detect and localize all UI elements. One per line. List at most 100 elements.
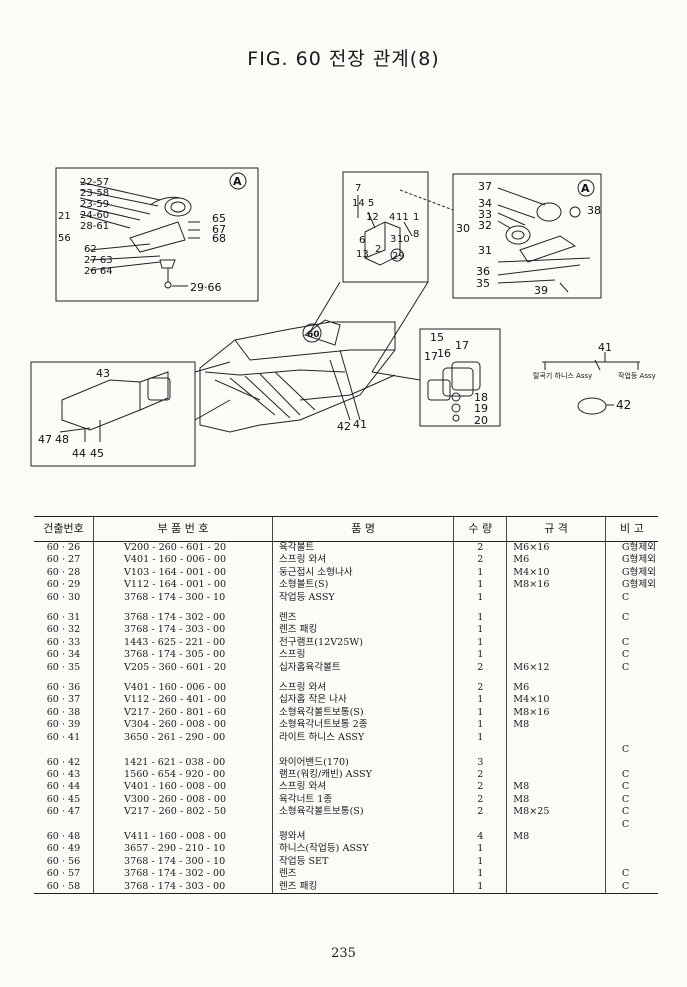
callout-box1-23-58: 23-58 xyxy=(80,188,109,199)
spacer-cell xyxy=(453,604,507,613)
cell-part-name: 소형육각볼트보통(S) xyxy=(271,706,454,720)
header-quantity: 수 량 xyxy=(453,516,507,542)
spacer-cell xyxy=(93,604,273,613)
callout-box1-65: 65 xyxy=(212,212,226,225)
callout-box4-44: 44 xyxy=(72,447,86,460)
callout-box1-26-64: 26 64 xyxy=(84,266,113,277)
cell-remarks: G형제외 xyxy=(604,541,658,555)
cell-specification xyxy=(506,591,606,605)
cell-part-name: 램프(워킹/캐빈) ASSY xyxy=(271,768,454,782)
cell-specification xyxy=(506,855,606,869)
spacer-cell xyxy=(604,674,658,683)
cell-quantity: 2 xyxy=(453,768,507,782)
cell-specification: M4×10 xyxy=(506,694,606,707)
callout-box3-33: 33 xyxy=(478,208,492,221)
table-spacer-row xyxy=(34,604,658,613)
cell-part-name: 육각너트 1종 xyxy=(271,793,454,807)
cell-key-number: 60 · 42 xyxy=(46,756,81,768)
cell-key-number: 60 · 37 xyxy=(46,694,81,706)
cell-part-number: 3768 - 174 - 302 - 00 xyxy=(93,868,273,881)
cell-specification: M8 xyxy=(506,719,606,732)
callout-box5-15: 15 xyxy=(430,331,444,344)
cell-part-number: V401 - 160 - 006 - 00 xyxy=(93,682,273,695)
cell-part-number: V205 - 360 - 601 - 20 xyxy=(93,661,273,675)
cell-part-name: 소형육각볼트보통(S) xyxy=(271,806,454,819)
cell-part-number: V411 - 160 - 008 - 00 xyxy=(93,830,273,844)
cell-part-name: 둥근접시 소형나사 xyxy=(271,566,454,580)
cell-specification xyxy=(506,636,606,650)
cell-specification: M8×16 xyxy=(506,706,606,720)
cell-remarks xyxy=(604,731,658,745)
cell-part-number: 3768 - 174 - 303 - 00 xyxy=(93,880,273,894)
cell-part-number: 3768 - 174 - 303 - 00 xyxy=(93,624,273,637)
callout-box2-29: 29 xyxy=(392,251,405,262)
callout-box2-3: 3 xyxy=(390,234,396,245)
cell-specification: M8 xyxy=(506,781,606,794)
callout-box1-56: 56 xyxy=(58,233,71,244)
header-part-name: 품 명 xyxy=(271,516,454,542)
cell-key-number: 60 · 33 xyxy=(46,636,81,648)
callout-box1-23-59: 23-59 xyxy=(80,199,109,210)
spacer-cell xyxy=(506,674,606,683)
callout-box2-2: 2 xyxy=(375,244,381,255)
callout-box3-37: 37 xyxy=(478,180,492,193)
cell-specification: M8×25 xyxy=(506,806,606,819)
cell-part-name: 와이어밴드(170) xyxy=(271,756,454,769)
cell-remarks: C xyxy=(604,612,658,625)
callout-box2-12: 12 xyxy=(366,212,379,223)
cell-remarks xyxy=(604,682,658,695)
spacer-cell xyxy=(93,674,273,683)
cell-part-name: 스프링 xyxy=(271,649,454,662)
cell-quantity: 1 xyxy=(453,612,507,625)
callout-box1-22-57: 22-57 xyxy=(80,177,109,188)
cell-key-number: 60 · 30 xyxy=(46,591,81,603)
callout-box1-68: 68 xyxy=(212,232,226,245)
callout-box2-13: 13 xyxy=(356,249,369,260)
callout-box3-38: 38 xyxy=(587,204,601,217)
cell-key-number: 60 · 38 xyxy=(46,706,81,718)
cell-specification xyxy=(506,880,606,894)
callout-box1-24-60: 24-60 xyxy=(80,210,109,221)
cell-specification: M6×16 xyxy=(506,541,606,555)
cell-quantity: 1 xyxy=(453,624,507,637)
cell-remarks xyxy=(604,830,658,844)
cell-specification xyxy=(506,731,606,745)
cell-specification xyxy=(506,612,606,625)
header-part-number: 부 품 번 호 xyxy=(93,516,273,542)
callout-box5-18: 18 xyxy=(474,391,488,404)
callout-box4-48: 48 xyxy=(55,433,69,446)
cell-key-number: 60 · 29 xyxy=(46,579,81,591)
cell-remarks: C xyxy=(604,768,658,782)
header-key-number: 건출번호 xyxy=(34,516,94,542)
cell-key-number: 60 · 36 xyxy=(46,682,81,694)
callout-box2-10: 10 xyxy=(397,234,410,245)
cell-part-name: 작업등 SET xyxy=(271,855,454,869)
cell-part-name: 육각볼트 xyxy=(271,541,454,555)
cell-quantity: 1 xyxy=(453,855,507,869)
callout-box5-16: 16 xyxy=(437,347,451,360)
cell-part-number: 1443 - 625 - 221 - 00 xyxy=(93,636,273,650)
cell-part-number: V103 - 164 - 001 - 00 xyxy=(93,566,273,580)
callout-box3-a: A xyxy=(581,182,590,195)
cell-specification xyxy=(506,843,606,856)
callout-box3-36: 36 xyxy=(476,265,490,278)
label-threshing-harness: 탈곡기 하니스 Assy xyxy=(533,371,592,380)
table-header-row: 건출번호 부 품 번 호 품 명 수 량 규 격 비 고 xyxy=(34,516,658,542)
cell-key-number: 60 · 28 xyxy=(46,566,81,578)
cell-part-name: 렌즈 패킹 xyxy=(271,880,454,894)
cell-quantity: 4 xyxy=(453,830,507,844)
cell-part-number: V112 - 260 - 401 - 00 xyxy=(93,694,273,707)
